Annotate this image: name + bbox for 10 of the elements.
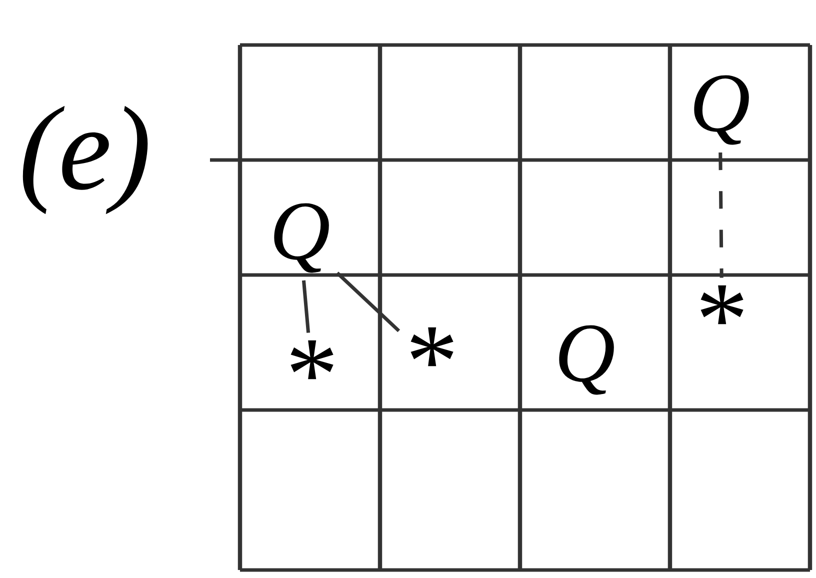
connector-line <box>336 272 400 332</box>
connector-line <box>718 152 724 278</box>
connector-line <box>302 280 310 333</box>
asterisk-mark: * <box>700 285 744 324</box>
queen-letter: Q <box>274 203 329 273</box>
queen-letter: Q <box>559 325 614 395</box>
asterisk-mark: * <box>290 340 334 380</box>
queen-letter: Q <box>694 75 749 145</box>
asterisk-mark: * <box>410 327 454 366</box>
part-label: (e) <box>22 106 148 214</box>
